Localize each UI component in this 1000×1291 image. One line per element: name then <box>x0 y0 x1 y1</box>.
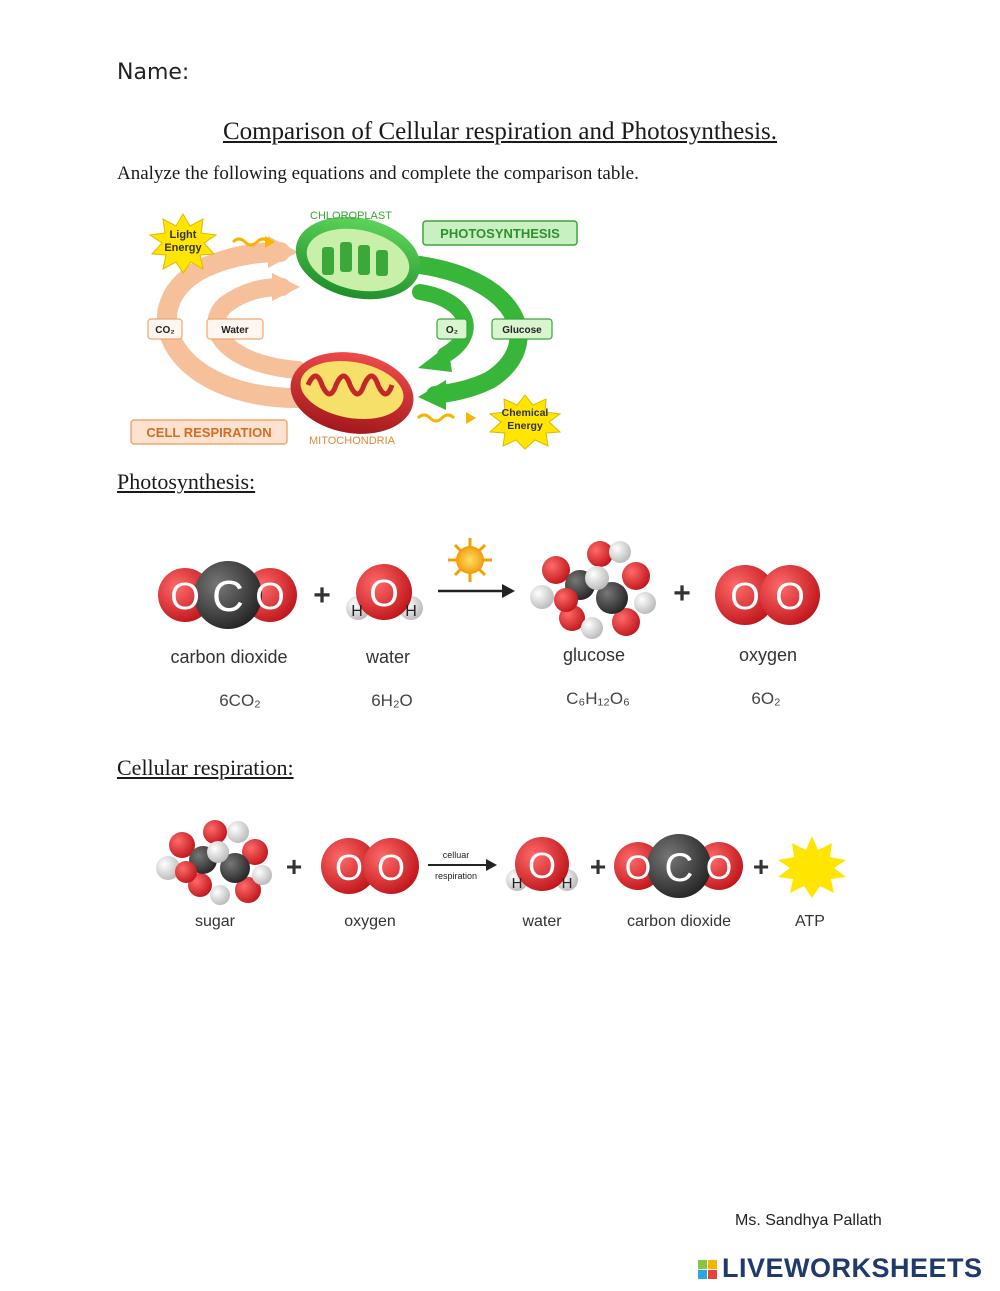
molecule-name: carbon dioxide <box>627 913 731 930</box>
atom-h: H <box>562 875 573 892</box>
water-arrowhead <box>272 273 300 301</box>
glucose-molecule-icon <box>530 541 656 639</box>
light-squiggle <box>231 237 271 247</box>
o2-molecule-icon: O O <box>715 565 820 625</box>
plus-sign: + <box>590 851 606 882</box>
molecule-name: water <box>365 647 410 667</box>
co2-label: CO₂ <box>155 325 174 336</box>
water-arc <box>207 278 307 379</box>
co2-arc <box>156 242 308 408</box>
atom-o: O <box>377 847 405 888</box>
plus-sign: + <box>313 579 331 612</box>
plus-sign: + <box>753 851 769 882</box>
o2-label: O₂ <box>446 325 458 336</box>
liveworksheets-logo-icon <box>698 1260 717 1279</box>
cell-respiration-label: CELL RESPIRATION <box>146 425 271 440</box>
instructions: Analyze the following equations and comp… <box>117 163 639 184</box>
molecule-name: oxygen <box>739 645 797 665</box>
atom-o: O <box>369 573 399 615</box>
chemical-squiggle <box>416 413 456 423</box>
respiration-heading: Cellular respiration: <box>117 755 294 780</box>
chloroplast-icon <box>295 216 421 300</box>
photosynthesis-heading: Photosynthesis: <box>117 469 256 494</box>
molecule-name: water <box>521 913 562 930</box>
water-box <box>206 318 264 340</box>
atom-o: O <box>775 576 805 618</box>
water-molecule-icon: O H H <box>346 564 423 620</box>
o2-box <box>436 318 468 340</box>
light-energy-burst <box>148 213 218 274</box>
mitochondria-icon <box>290 352 414 434</box>
plus-sign: + <box>673 577 691 610</box>
chemical-energy-burst <box>488 394 562 450</box>
arrow-label-1: celluar <box>443 850 470 860</box>
glucose-arc <box>411 256 528 404</box>
co2-box <box>147 318 183 340</box>
brand-name[interactable]: LIVEWORKSHEETS <box>722 1253 983 1283</box>
reaction-arrowhead <box>502 584 515 598</box>
atp-burst-icon <box>778 836 846 898</box>
molecule-name: oxygen <box>344 913 396 930</box>
light-energy-label-1: Light <box>170 229 197 241</box>
sugar-molecule-icon <box>156 820 272 905</box>
atom-h: H <box>405 603 417 620</box>
atom-o: O <box>255 576 285 618</box>
reaction-arrowhead <box>486 859 497 871</box>
arrow-label-2: respiration <box>435 871 477 881</box>
atom-o: O <box>730 576 760 618</box>
co2-molecule-icon: O C O <box>158 561 297 629</box>
chemical-squiggle-arrow <box>466 412 476 424</box>
molecule-formula: C₆H₁₂O₆ <box>566 689 630 708</box>
cell-respiration-box <box>130 419 288 445</box>
molecule-name: ATP <box>795 913 825 930</box>
atom-h: H <box>512 875 523 892</box>
atom-o: O <box>706 849 732 887</box>
water-label: Water <box>221 325 249 336</box>
atom-h: H <box>351 603 363 620</box>
light-energy-label-2: Energy <box>164 242 202 254</box>
page-title: Comparison of Cellular respiration and P… <box>222 118 778 145</box>
chloroplast-label: CHLOROPLAST <box>310 210 392 222</box>
atom-o: O <box>625 849 651 887</box>
co2-arrowhead <box>268 236 298 268</box>
o2-arrowhead <box>418 345 452 372</box>
photosynthesis-box <box>422 220 578 246</box>
atom-o: O <box>528 845 556 886</box>
glucose-box <box>491 318 553 340</box>
photosynthesis-label: PHOTOSYNTHESIS <box>440 226 560 241</box>
author-name: Ms. Sandhya Pallath <box>735 1212 882 1229</box>
molecule-formula: 6CO₂ <box>219 691 261 710</box>
o2-molecule-icon: O O <box>321 838 419 894</box>
molecule-name: carbon dioxide <box>170 647 287 667</box>
name-label: Name: <box>117 60 190 85</box>
chemical-energy-label-2: Energy <box>507 420 543 432</box>
water-molecule-icon: O H H <box>506 837 578 892</box>
mitochondria-label: MITOCHONDRIA <box>309 435 396 447</box>
sun-icon <box>448 538 492 582</box>
atom-o: O <box>335 847 363 888</box>
atom-o: O <box>170 576 200 618</box>
co2-molecule-icon: O C O <box>614 834 743 898</box>
atom-c: C <box>665 846 694 890</box>
molecule-name: glucose <box>563 645 625 665</box>
chemical-energy-label-1: Chemical <box>502 407 549 419</box>
plus-sign: + <box>286 851 302 882</box>
glucose-arrowhead <box>418 380 446 410</box>
molecule-formula: 6O₂ <box>751 689 780 708</box>
molecule-name: sugar <box>195 913 236 930</box>
atom-c: C <box>212 572 244 621</box>
molecule-formula: 6H₂O <box>371 691 413 710</box>
light-squiggle-arrow <box>265 236 275 248</box>
glucose-label: Glucose <box>502 325 542 336</box>
